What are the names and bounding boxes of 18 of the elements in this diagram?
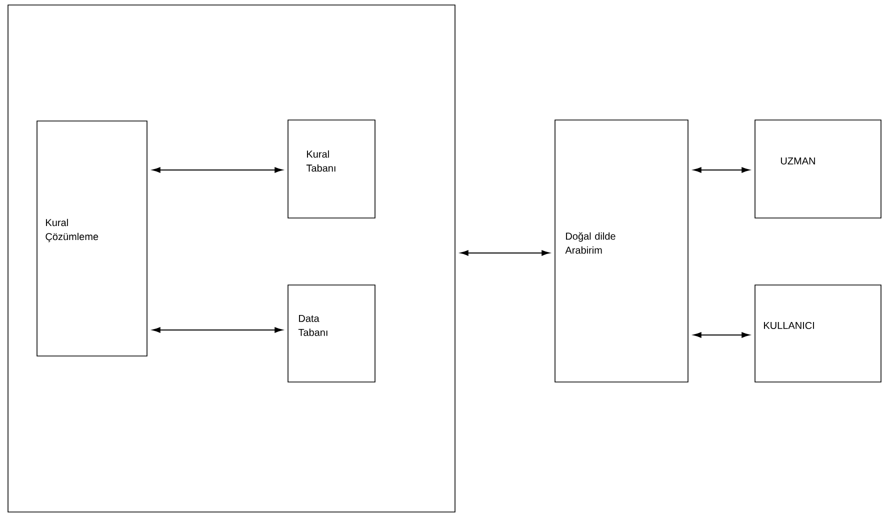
process-box [36, 120, 148, 356]
arrow [460, 250, 550, 256]
arrow [693, 167, 750, 173]
box-label: UZMAN [780, 158, 815, 164]
arrow [152, 167, 283, 173]
box-label: Doğal dilde Arabirim [565, 232, 616, 254]
arrow [152, 327, 283, 333]
process-box [754, 284, 882, 382]
process-box [554, 120, 688, 382]
process-box [754, 120, 882, 218]
process-box [288, 120, 376, 218]
process-box [288, 284, 376, 382]
box-label: Kural Çözümleme [46, 218, 98, 242]
box-label: Data Tabanı [298, 315, 328, 336]
arrow [693, 332, 750, 338]
box-label: Kural Tabanı [306, 150, 336, 172]
box-label: KULLANICI [764, 322, 814, 330]
outer-frame [8, 4, 456, 512]
